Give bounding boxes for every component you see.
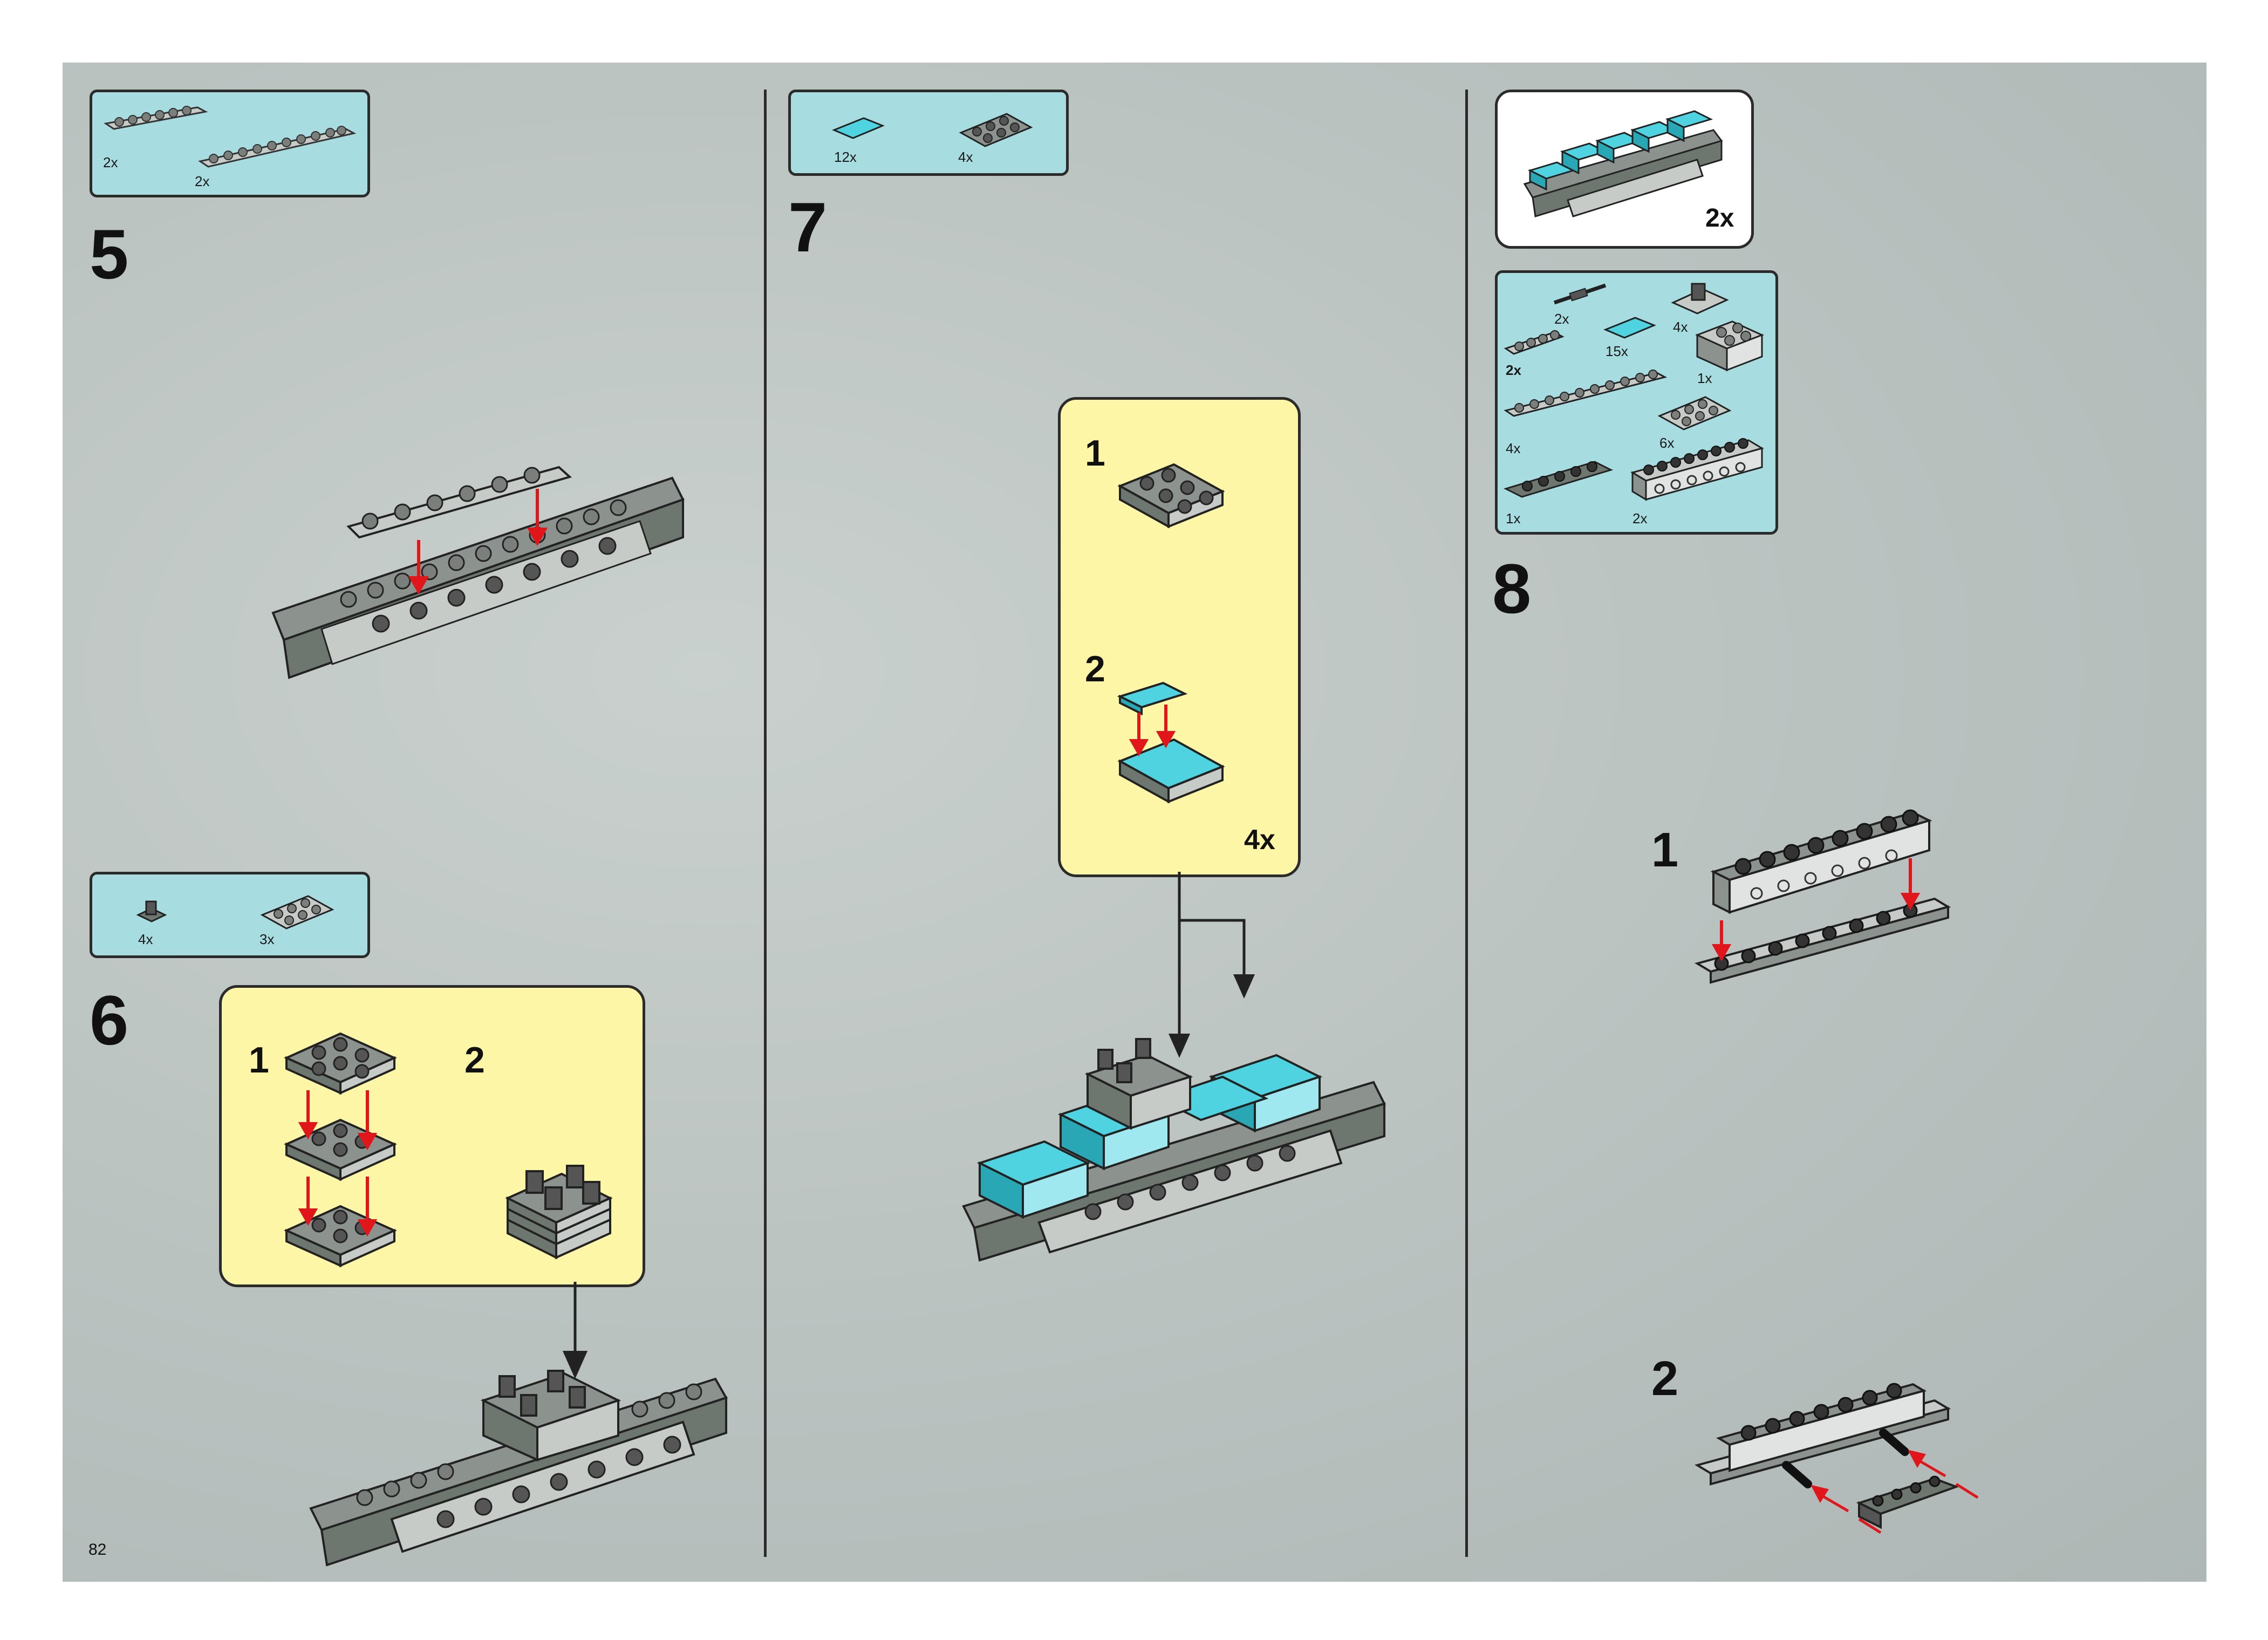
step7-multiplier: 4x	[1244, 824, 1275, 856]
stacked-plates-figure	[284, 1032, 397, 1268]
bar-antenna-icon	[1553, 283, 1607, 305]
step7-sub2-label: 2	[1085, 648, 1105, 689]
tile-1x2-trans-light-blue-icon	[832, 117, 885, 139]
tile-1x2-trans-light-blue-icon	[1603, 317, 1656, 339]
technic-brick-1x8-light-gray-icon	[1630, 438, 1764, 501]
step8-sub2-label: 2	[1651, 1352, 1679, 1406]
step8-parts-callout: 2x 15x 4x 2x 1x 4x 6x	[1495, 270, 1778, 535]
brick-2x2-light-gray-icon	[1695, 320, 1764, 372]
step5-part1-qty: 2x	[103, 154, 118, 170]
clip-brick-icon	[1671, 283, 1729, 315]
step7-part2-qty: 4x	[958, 149, 973, 165]
plate-2x3-light-gray-icon	[1657, 396, 1732, 430]
plate-1x6-light-gray-icon	[104, 106, 208, 130]
step8-part5-qty: 1x	[1697, 370, 1712, 386]
step6-part1-qty: 4x	[138, 931, 153, 947]
step6-part2-qty: 3x	[259, 931, 275, 947]
step7-subassembly-box: 1 2 4x	[1058, 397, 1301, 877]
step8-part8-qty: 1x	[1506, 510, 1521, 527]
step8-sub1-figure	[1694, 809, 1951, 984]
step7-parts-callout: 12x 4x	[788, 90, 1069, 176]
step5-assembly-figure	[271, 466, 685, 679]
step6-sub1-label: 1	[249, 1040, 269, 1081]
step5-part2-qty: 2x	[195, 173, 210, 189]
step8-part3-qty: 4x	[1673, 319, 1688, 335]
finished-subassembly-preview	[1523, 110, 1723, 217]
step8-part9-qty: 2x	[1632, 510, 1648, 527]
step8-number: 8	[1492, 549, 1532, 628]
step5-number: 5	[90, 215, 129, 293]
step8-part4-qty: 2x	[1506, 362, 1521, 378]
step8-part1-qty: 2x	[1554, 311, 1569, 327]
step8-preview-multiplier: 2x	[1705, 204, 1734, 233]
plate-1x10-light-gray-icon	[1504, 370, 1668, 417]
step8-part6-qty: 4x	[1506, 440, 1521, 456]
column-divider-right	[1465, 90, 1468, 1557]
step6-sub2-label: 2	[464, 1040, 485, 1081]
plate-2x3-light-gray-icon	[260, 895, 334, 930]
step8-part7-qty: 6x	[1659, 435, 1675, 451]
step7-sub1-label: 1	[1085, 433, 1105, 474]
stacked-clips-figure	[505, 1165, 613, 1260]
plate-2x3-dark-gray-icon	[959, 113, 1033, 147]
tiles-on-plate-figure	[1117, 681, 1225, 804]
step8-sub2-figure	[1694, 1383, 1979, 1534]
step7-part1-qty: 12x	[834, 149, 857, 165]
step6-assembly-figure	[309, 1282, 728, 1567]
step6-number: 6	[90, 981, 129, 1060]
technic-beam-dark-gray-icon	[1503, 461, 1614, 498]
step5-parts-callout: 2x 2x	[90, 90, 370, 197]
step6-subassembly-box: 1 2	[219, 985, 645, 1287]
page-number: 82	[88, 1541, 107, 1559]
step7-assembly-figure	[962, 872, 1386, 1262]
instruction-page: 2x 2x 5 4x	[63, 63, 2206, 1582]
clip-dark-gray-icon	[136, 900, 167, 922]
step8-part2-qty: 15x	[1606, 343, 1628, 359]
step6-parts-callout: 4x 3x	[90, 872, 370, 958]
plate-1x10-light-gray-icon	[198, 126, 357, 168]
step8-preview-box: 2x	[1495, 90, 1754, 249]
plate-2x3-step7-figure	[1117, 463, 1225, 529]
step8-sub1-label: 1	[1651, 823, 1679, 877]
plate-1x4-light-gray-icon	[1504, 330, 1565, 355]
column-divider-left	[764, 90, 767, 1557]
step7-number: 7	[788, 188, 828, 266]
